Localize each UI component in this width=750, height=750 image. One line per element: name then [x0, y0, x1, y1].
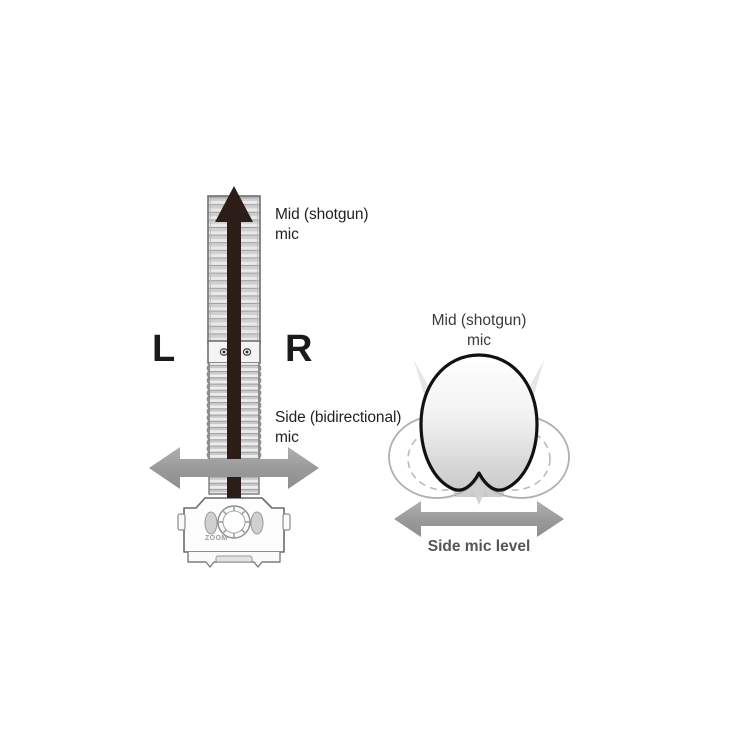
mic-corrugated-shaft	[206, 363, 262, 469]
side-mic-label-left-line2: mic	[275, 429, 299, 446]
side-lobe-outer-left	[388, 415, 486, 499]
side-level-arrow-icon	[394, 501, 564, 537]
zoom-brand-mark: ZOOM	[205, 535, 228, 542]
mid-mic-label-right-line1: Mid (shotgun)	[431, 312, 527, 329]
polar-pattern-illustration	[388, 353, 570, 537]
side-lobe-inner-right	[477, 427, 551, 491]
side-direction-arrow-icon	[149, 447, 319, 489]
side-mic-level-label: Side mic level	[427, 538, 531, 555]
mid-pickup-lobe	[419, 353, 539, 492]
channel-label-right: R	[285, 328, 313, 370]
mid-mic-label-left-line2: mic	[275, 226, 299, 243]
side-lobe-outer-right	[472, 415, 570, 499]
pickup-cone-shapes	[413, 358, 545, 505]
recorder-body: ZOOM	[177, 497, 291, 568]
mic-grille-tube	[207, 195, 261, 345]
mid-mic-label-left-line1: Mid (shotgun)	[275, 206, 369, 223]
side-mic-label-left-line1: Side (bidirectional)	[275, 409, 402, 426]
mic-capsule-band	[207, 340, 261, 364]
channel-label-left: L	[152, 328, 176, 370]
side-lobe-inner-left	[407, 427, 481, 491]
mid-direction-arrow-icon	[215, 186, 253, 498]
mid-mic-label-right-line2: mic	[466, 332, 492, 349]
mic-neck-posts	[208, 471, 260, 495]
